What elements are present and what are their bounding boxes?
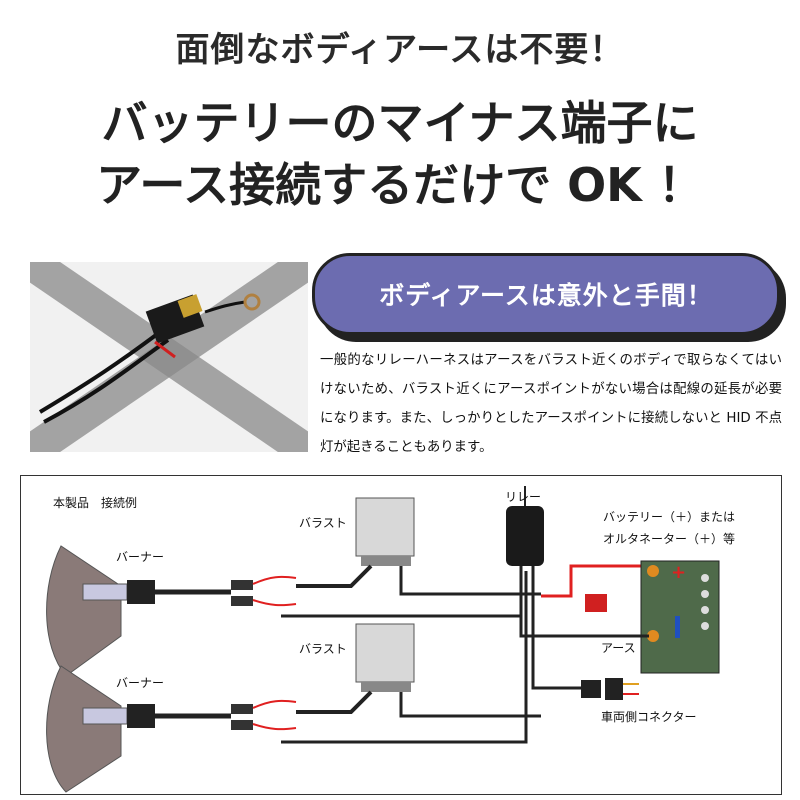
wiring-diagram: + 本製品 接続例 バーナー バーナー バラスト バラスト リレー バッテリー（… (20, 475, 782, 795)
label-ballast-bottom: バラスト (299, 642, 347, 656)
svg-text:+: + (671, 562, 686, 583)
banner-body-ground-hassle: ボディアースは意外と手間！ (312, 253, 780, 335)
label-ground: アース (601, 641, 636, 655)
label-battery-line1: バッテリー（＋）または (603, 510, 736, 524)
headline-main-line1: バッテリーのマイナス端子に (101, 96, 699, 150)
label-relay: リレー (505, 490, 542, 504)
label-vehicle-connector: 車両側コネクター (601, 710, 697, 724)
headline-main-line2: アース接続するだけで OK ！ (96, 158, 704, 212)
label-burner-top: バーナー (116, 550, 165, 564)
headline-top: 面倒なボディアースは不要！ (175, 30, 625, 70)
description-text: 一般的なリレーハーネスはアースをバラスト近くのボディで取らなくてはいけないため、… (320, 353, 782, 455)
label-battery-line2: オルタネーター（＋）等 (603, 532, 736, 546)
diagram-title: 本製品 接続例 (53, 496, 138, 510)
body-ground-harness-photo (30, 262, 308, 452)
headline-main: バッテリーのマイナス端子に アース接続するだけで OK ！ (0, 92, 800, 216)
label-burner-bottom: バーナー (116, 676, 165, 690)
label-ballast-top: バラスト (299, 516, 347, 530)
